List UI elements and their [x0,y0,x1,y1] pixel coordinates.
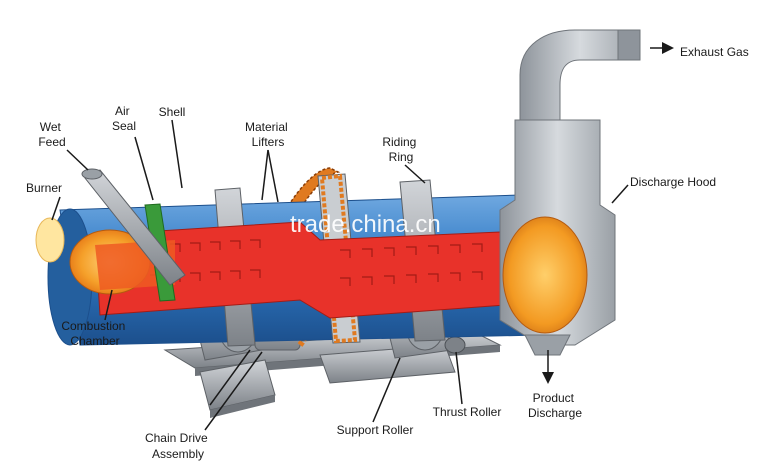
label-wet-feed-line2: Feed [38,135,65,149]
discharge-hood [499,29,641,356]
thrust-roller [444,336,466,354]
label-burner: Burner [26,181,62,195]
label-chain-drive-assembly: Chain Drive Assembly [145,431,211,461]
label-discharge-hood: Discharge Hood [630,175,716,189]
label-wet-feed: Wet Feed [38,120,65,149]
label-shell: Shell [159,105,186,119]
label-combustion-chamber: Combustion Chamber [61,319,128,348]
label-material-lifters-line2: Lifters [252,135,285,149]
label-product-discharge: Product Discharge [528,391,582,420]
leader-lines [51,42,674,431]
label-combustion-chamber-line2: Chamber [70,334,119,348]
label-product-discharge-line1: Product [533,391,575,405]
label-chain-drive-line1: Chain Drive [145,431,208,445]
label-air-seal: Air Seal [112,104,136,133]
label-exhaust-gas: Exhaust Gas [680,45,749,59]
label-air-seal-line1: Air [115,104,130,118]
burner-flame [35,217,65,263]
label-combustion-chamber-line1: Combustion [61,319,125,333]
labels: Burner Wet Feed Air Seal Shell Material … [26,45,749,461]
label-material-lifters: Material Lifters [245,120,291,149]
label-thrust-roller: Thrust Roller [433,405,502,419]
label-chain-drive-line2: Assembly [152,447,204,461]
label-product-discharge-line2: Discharge [528,406,582,420]
label-riding-ring: Riding Ring [382,135,419,164]
label-material-lifters-line1: Material [245,120,288,134]
label-wet-feed-line1: Wet [40,120,62,134]
wet-feed-chute [81,168,186,286]
label-riding-ring-line2: Ring [389,150,414,164]
label-riding-ring-line1: Riding [382,135,416,149]
label-air-seal-line2: Seal [112,119,136,133]
watermark: trade.china.cn [290,211,441,238]
label-support-roller: Support Roller [337,423,414,437]
